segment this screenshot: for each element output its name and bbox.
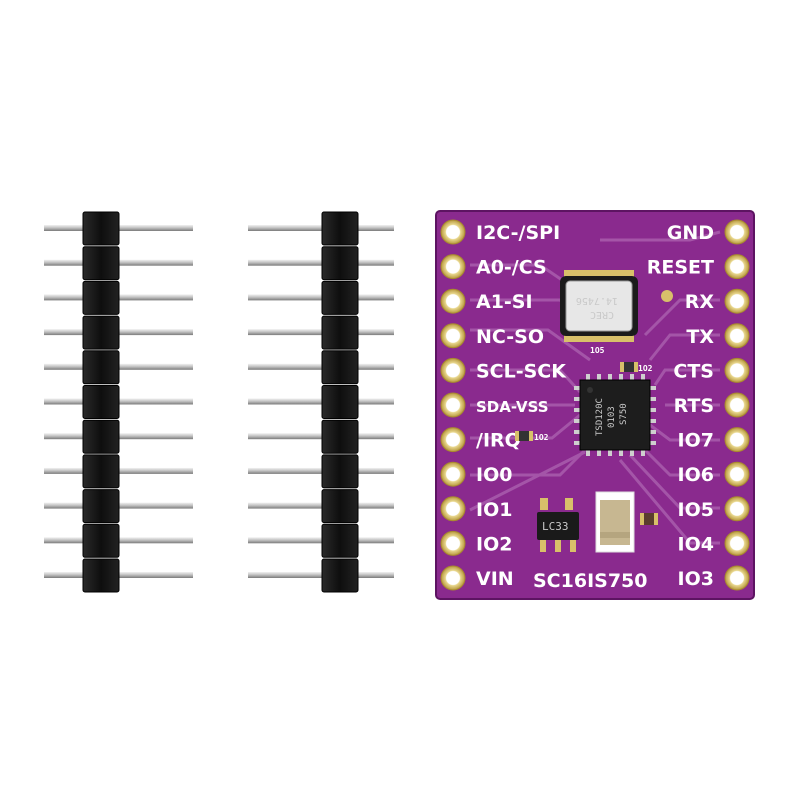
chip-marking-2: 0103: [607, 406, 617, 428]
header-spacer: [321, 280, 359, 315]
left_pins-label: SDA-VSS: [476, 398, 549, 416]
header-spacer: [321, 350, 359, 385]
header-spacer: [82, 280, 120, 315]
uart-chip: S750 0103 TSD120C: [574, 374, 656, 456]
left-pin-labels: I2C-/SPI A0-/CS A1-SI NC-SO SCL-SCK SDA-VSS/I…: [476, 222, 567, 590]
left-pad-column: [440, 219, 466, 591]
pin-header-middle: [248, 211, 394, 593]
left_pins-label: IO2: [476, 533, 512, 555]
header-spacer: [82, 246, 120, 281]
header-spacer: [82, 211, 120, 246]
regulator-marking: LC33: [542, 520, 569, 533]
right_pins-label: IO4: [678, 533, 714, 555]
left_pins-label: /IRQ: [476, 430, 521, 452]
right_pins-label: IO3: [678, 568, 714, 590]
header-spacer: [82, 315, 120, 350]
ref-r2: 1O2: [534, 433, 549, 442]
right_pins-label: CTS: [673, 360, 714, 382]
board-name: SC16IS750: [533, 570, 647, 592]
left_pins-label: A1-SI: [476, 291, 533, 313]
capacitor: [595, 491, 635, 553]
header-spacer: [82, 454, 120, 489]
header-spacer: [321, 523, 359, 558]
left_pins-label: IO1: [476, 499, 512, 521]
header-pin: [248, 329, 394, 336]
header-spacer: [82, 523, 120, 558]
header-spacer: [321, 489, 359, 524]
header-spacer: [82, 385, 120, 419]
left_pins-label: NC-SO: [476, 326, 544, 348]
right_pins-label: RX: [685, 291, 715, 313]
left_pins-label: SCL-SCK: [476, 360, 567, 382]
mounting-dot: [661, 290, 673, 302]
right_pins-label: IO7: [678, 430, 714, 452]
header-pin: [248, 572, 394, 578]
small-capacitor: [640, 513, 658, 525]
header-spacer: [321, 419, 359, 454]
ref-r1: 1O2: [638, 364, 653, 373]
breakout-board: I2C-/SPI A0-/CS A1-SI NC-SO SCL-SCK SDA-VSS/I…: [435, 210, 755, 600]
ref-y1: 1O5: [590, 346, 605, 355]
header-spacer: [82, 489, 120, 524]
header-pin: [248, 467, 394, 474]
left_pins-label: I2C-/SPI: [476, 222, 560, 244]
header-pin: [248, 294, 394, 301]
header-spacer: [321, 211, 359, 246]
header-pin: [248, 363, 394, 370]
right_pins-label: RTS: [674, 395, 714, 417]
pin-header-left: [44, 211, 193, 593]
header-spacer: [82, 558, 120, 593]
header-spacer: [321, 454, 359, 489]
crystal-brand: CREC: [590, 309, 614, 320]
header-spacer: [321, 315, 359, 350]
left_pins-label: A0-/CS: [476, 257, 547, 279]
header-spacer: [82, 419, 120, 454]
left_pins-label: VIN: [476, 568, 514, 590]
left_pins-label: IO0: [476, 464, 512, 486]
right_pins-label: IO6: [678, 464, 714, 486]
header-spacer: [321, 246, 359, 281]
header-pin: [248, 433, 394, 440]
chip-marking-3: TSD120C: [595, 398, 605, 436]
right_pins-label: RESET: [647, 257, 714, 279]
header-spacer: [321, 385, 359, 419]
right-pad-column: [724, 219, 750, 591]
header-spacer: [321, 558, 359, 593]
header-spacer: [82, 350, 120, 385]
voltage-regulator: LC33: [537, 498, 579, 552]
header-pin: [248, 398, 394, 405]
header-pin: [248, 225, 394, 231]
header-pin: [248, 537, 394, 544]
header-pin: [248, 259, 394, 266]
right_pins-label: IO5: [678, 499, 714, 521]
header-pin: [248, 502, 394, 509]
chip-marking-1: S750: [619, 403, 629, 425]
pcb-traces: [469, 230, 721, 545]
right_pins-label: GND: [667, 222, 714, 244]
crystal-frequency: 14.7456: [576, 295, 618, 306]
right_pins-label: TX: [686, 326, 714, 348]
crystal-oscillator: CREC 14.7456: [560, 270, 638, 342]
